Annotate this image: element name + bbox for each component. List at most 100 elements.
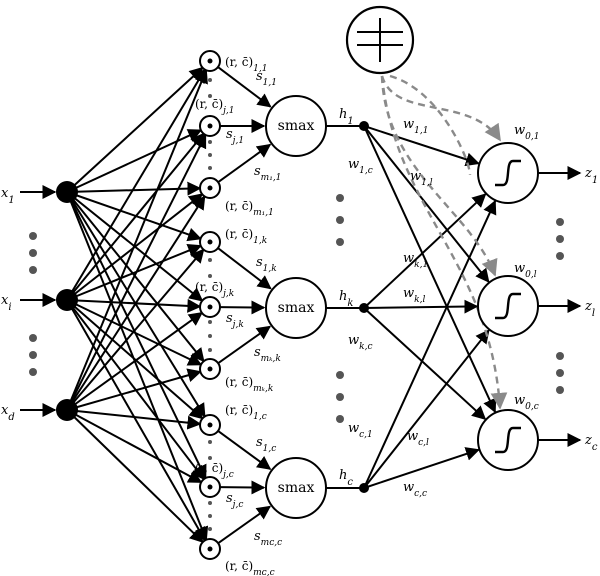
prototype-center-dot — [207, 546, 213, 552]
ellipsis-dot — [29, 351, 37, 359]
ellipsis-dot — [336, 194, 344, 202]
w-label-1-c: w1,c — [348, 157, 373, 176]
h-to-output-edge — [363, 199, 497, 489]
s-label-j-1: sj,1 — [226, 127, 244, 146]
h-to-output-edge — [363, 447, 480, 489]
input-to-prototype-edge — [66, 191, 205, 363]
bias-unit-icon — [345, 5, 415, 75]
s-label-m1-1: sm₁,1 — [254, 164, 281, 183]
prototype-to-smax-edge — [217, 247, 272, 290]
nodes-layer — [56, 50, 539, 560]
smax-node — [265, 277, 327, 339]
h-label-1: h1 — [339, 107, 354, 127]
w-label-1-l: w1,l — [410, 169, 433, 188]
ellipsis-dot-small — [208, 258, 212, 262]
bias-label-0-1: w0,1 — [514, 123, 539, 142]
ellipsis-dot-small — [208, 348, 212, 352]
ellipsis-dot-small — [208, 501, 212, 505]
h-to-output-edge — [363, 329, 490, 489]
bias-dashed-edge — [389, 74, 472, 176]
prototype-label-mc-c: (r, c̄)mᴄ,c — [225, 559, 275, 576]
prototype-label-1-c: (r, c̄)1,c — [225, 403, 267, 422]
bias-label-0-l: w0,l — [514, 261, 537, 280]
sigmoid-icon — [495, 159, 521, 187]
w-label-c-1: wc,1 — [348, 421, 373, 440]
ellipsis-dot — [29, 266, 37, 274]
ellipsis-dot-small — [208, 440, 212, 444]
ellipsis-dot-small — [208, 153, 212, 157]
prototype-label-j-1: (r, c̄)j,1 — [195, 97, 235, 116]
h-junction-dot — [359, 303, 369, 313]
prototype-to-smax-edge — [217, 66, 272, 108]
sigmoid-icon — [495, 426, 521, 454]
h-label-k: hk — [339, 289, 353, 309]
prototype-label-1-k: (r, c̄)1,k — [225, 227, 267, 246]
ellipsis-dot — [336, 371, 344, 379]
prototype-to-smax-edge — [217, 143, 272, 183]
prototype-label-m1-1: (r, c̄)m₁,1 — [225, 199, 274, 218]
input-to-prototype-edge — [66, 129, 203, 193]
ellipsis-dot-small — [208, 514, 212, 518]
prototype-center-dot — [207, 422, 213, 428]
input-to-prototype-edge — [66, 368, 202, 411]
w-label-c-l: wc,l — [407, 429, 429, 448]
input-to-prototype-edge — [66, 191, 207, 480]
s-label-j-c: sj,c — [226, 491, 243, 510]
bias-dashed-edge — [380, 75, 508, 410]
input-to-prototype-edge — [66, 312, 204, 411]
ellipsis-dot-small — [208, 527, 212, 531]
ellipsis-dot — [336, 216, 344, 224]
ellipsis-dot-small — [208, 334, 212, 338]
ellipsis-dot-small — [208, 94, 212, 98]
input-label-d: xd — [1, 403, 15, 423]
prototype-to-smax-edge — [219, 300, 266, 315]
s-label-mk-k: smₖ,k — [254, 345, 281, 364]
ellipsis-dot-small — [208, 274, 212, 278]
input-to-prototype-edge — [66, 409, 204, 544]
prototype-label-1-1: (r, c̄)1,1 — [225, 55, 267, 74]
ellipsis-dot — [556, 218, 564, 226]
s-label-mc-c: smᴄ,c — [254, 529, 282, 548]
prototype-label-mk-k: (r, c̄)mₖ,k — [225, 375, 273, 394]
ellipsis-dot — [556, 386, 564, 394]
ellipsis-dot-small — [208, 140, 212, 144]
input-to-prototype-edge — [66, 409, 203, 484]
h-to-output-edge — [363, 125, 497, 414]
ellipsis-dot-small — [208, 320, 212, 324]
prototype-center-dot — [207, 304, 213, 310]
smax-label-k: smax — [278, 300, 315, 316]
h-junction-dot — [359, 483, 369, 493]
prototype-label-j-k: (r, c̄)j,k — [195, 280, 234, 299]
prototype-center-dot — [207, 123, 213, 129]
input-label-i: xi — [1, 293, 12, 313]
ellipsis-dot — [29, 334, 37, 342]
output-label-1: z1 — [584, 166, 598, 186]
h-to-output-edge — [363, 299, 479, 314]
h-junction-dot — [359, 121, 369, 131]
input-to-prototype-edge — [66, 299, 206, 542]
input-to-prototype-edge — [66, 133, 207, 411]
w-label-k-l: wk,l — [403, 286, 425, 305]
bias-dashed-edge — [380, 75, 498, 277]
smax-node — [265, 95, 327, 157]
prototype-to-smax-edge — [217, 325, 272, 365]
input-to-prototype-edge — [66, 298, 202, 313]
ellipsis-dot — [29, 368, 37, 376]
ellipsis-dot — [29, 249, 37, 257]
input-label-1: x1 — [1, 186, 15, 206]
smax-label-c: smax — [278, 480, 315, 496]
input-to-prototype-edge — [66, 132, 205, 301]
input-to-prototype-edge — [66, 299, 204, 420]
ellipsis-dot — [556, 352, 564, 360]
h-label-c: hc — [339, 468, 353, 488]
input-to-prototype-edge — [66, 248, 205, 411]
prototype-to-smax-edge — [217, 505, 272, 545]
ellipsis-dots-layer — [29, 78, 564, 531]
input-to-prototype-edge — [66, 68, 208, 411]
h-to-output-edge — [363, 125, 490, 283]
output-label-l: zl — [584, 299, 595, 319]
input-node — [56, 399, 78, 421]
input-to-prototype-edge — [66, 68, 206, 301]
h-to-output-edge — [363, 307, 487, 420]
